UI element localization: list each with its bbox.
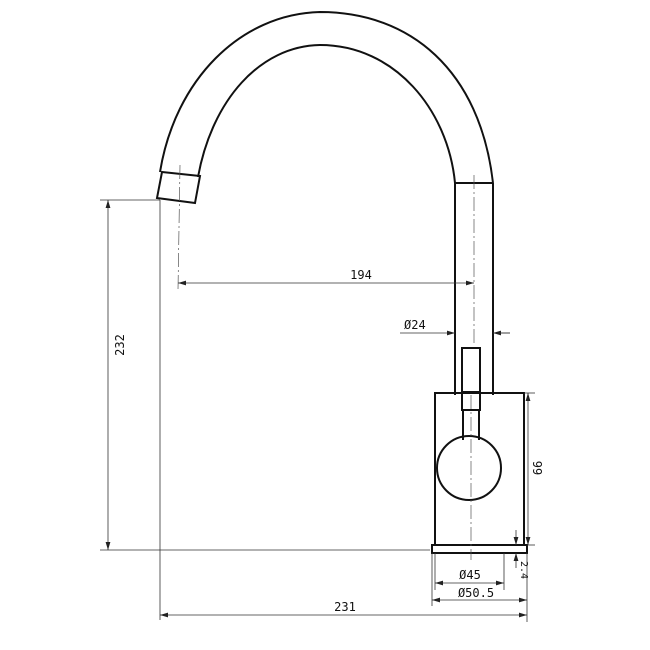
spout-outer [159, 10, 494, 184]
spout-reach-label: 194 [350, 268, 372, 282]
body-diameter-label: Ø45 [459, 568, 481, 582]
spout-tip [155, 170, 202, 205]
handle-knob [436, 435, 502, 501]
handle-stem [462, 410, 480, 440]
centerlines [177, 164, 475, 560]
handle-lever-top [461, 347, 481, 393]
overall-width-label: 231 [334, 600, 356, 614]
spout-inner [197, 43, 456, 184]
body-height-label: 99 [530, 461, 544, 475]
pipe-diameter-label: Ø24 [404, 318, 426, 332]
base-height-label: 2.4 [518, 561, 529, 579]
base-diameter-label: Ø50.5 [458, 586, 494, 600]
dimension-lines [100, 199, 535, 622]
spout-height-label: 232 [113, 334, 127, 356]
dimension-labels: 232 194 Ø24 99 2.4 Ø45 Ø50.5 231 [113, 268, 544, 614]
faucet-outline [155, 10, 528, 554]
base [431, 544, 528, 554]
